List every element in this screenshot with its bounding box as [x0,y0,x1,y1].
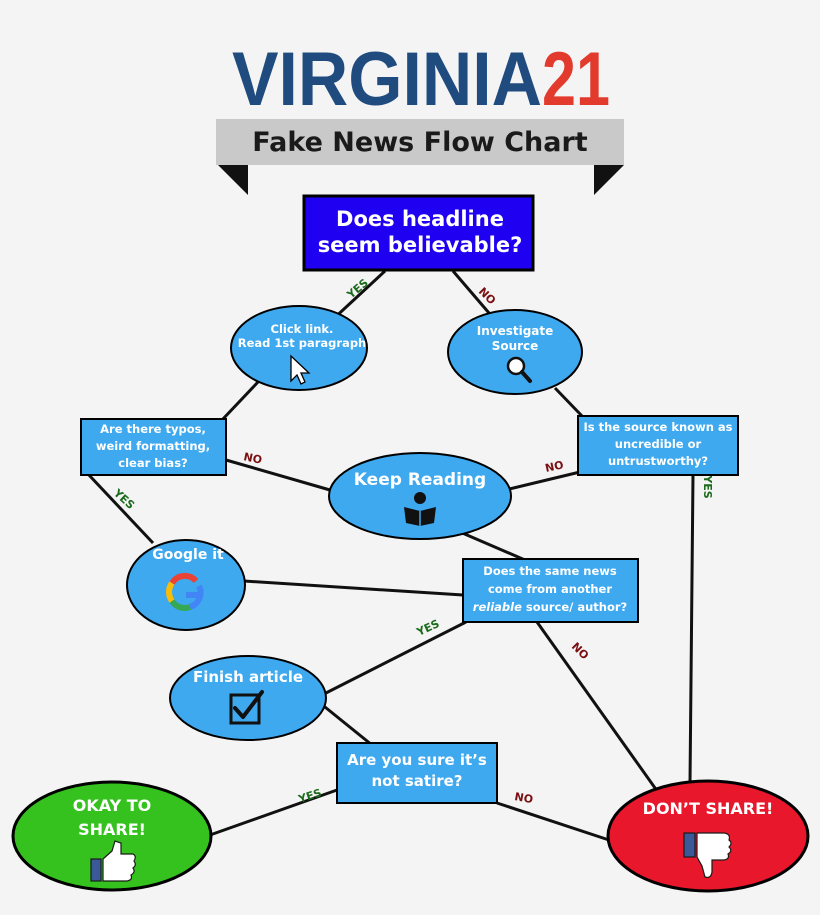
edge-label-no: NO [569,640,591,662]
edge-label-yes: YES [296,786,323,806]
source-author-text: source/ author? [522,600,627,614]
reliable-word: reliable [473,600,522,614]
node-click-link-line-1: Click link. [271,322,334,336]
node-keep-reading-label: Keep Reading [354,470,486,490]
finish-ellipse [169,655,327,741]
node-typos-line-1: Are there typos, [100,422,206,436]
node-google-label: Google it [152,547,224,563]
node-investigate: Investigate Source [447,309,583,395]
edge-satire-okay [209,788,338,837]
same-news-box [462,558,639,623]
node-typos: Are there typos, weird formatting, clear… [80,418,227,476]
node-dont-label: DON’T SHARE! [643,799,774,818]
node-okay-line-1: OKAY TO [73,796,152,815]
edge-start-investigate [451,270,497,321]
edge-same-dont [535,621,662,796]
edge-label-no: NO [242,450,263,467]
edge-typos-keep [225,458,331,492]
edges [86,269,695,842]
node-start-line-2: seem believable? [318,233,523,257]
click-link-ellipse [230,305,368,391]
node-same-news: Does the same news come from another rel… [462,558,639,623]
node-source-known-line-2: uncredible or [615,437,702,451]
node-okay-line-2: SHARE! [78,820,146,839]
title-banner-bg [216,119,624,165]
edge-typos-google [86,472,155,545]
edge-source-keep [504,470,581,492]
node-same-news-line-2: come from another [488,582,612,596]
node-click-link-line-2: Read 1st paragraph [238,336,367,350]
node-click-link: Click link. Read 1st paragraph [230,305,368,391]
source-known-box [577,415,739,476]
edge-source-dont [688,474,695,784]
edge-investigate-source [553,386,584,418]
node-start-line-1: Does headline [336,207,504,231]
checkbox-icon [229,690,264,725]
node-same-news-line-3: reliable source/ author? [473,600,627,614]
node-okay-to-share: OKAY TO SHARE! [11,780,213,892]
node-satire-line-1: Are you sure it’s [347,751,487,769]
typos-box [80,418,227,476]
node-finish-label: Finish article [193,668,303,686]
edge-same-finish [321,620,467,697]
node-keep-reading: Keep Reading [328,452,512,540]
brand-number: 21 [542,37,610,122]
node-investigate-line-2: Source [492,339,539,353]
brand-word: VIRGINIA [232,37,542,122]
edge-click-typos [220,380,260,422]
thumbs-down-icon [683,832,732,879]
node-start: Does headline seem believable? [302,194,535,272]
edge-satire-dont [496,801,610,842]
thumbs-up-icon [90,840,136,882]
node-finish: Finish article [169,655,327,741]
satire-box [336,742,498,804]
google-icon [166,572,204,611]
edge-label-no: NO [544,458,565,475]
edge-label-yes: YES [110,486,137,512]
banner-left-tail [218,165,248,195]
cursor-icon [290,354,311,385]
brand-logo: VIRGINIA 21 [232,37,610,122]
node-source-known-line-1: Is the source known as [584,420,733,434]
edge-google-same [243,579,464,597]
magnifier-icon [506,356,532,383]
node-dont-share: DON’T SHARE! [606,779,810,893]
title-banner: Fake News Flow Chart [216,119,624,195]
node-google: Google it [126,539,246,631]
node-satire-line-2: not satire? [371,772,462,790]
edge-keep-same [459,530,526,562]
page-title: Fake News Flow Chart [252,127,588,158]
node-investigate-line-1: Investigate [477,324,554,338]
edge-label-yes: YES [701,474,714,498]
start-box [302,194,535,272]
google-ellipse [126,539,246,631]
okay-ellipse [11,780,213,892]
reader-icon [404,492,436,526]
edge-finish-satire [319,701,373,747]
investigate-ellipse [447,309,583,395]
edge-label-no: NO [513,790,534,806]
node-satire: Are you sure it’s not satire? [336,742,498,804]
node-typos-line-3: clear bias? [118,456,187,470]
node-typos-line-2: weird formatting, [96,439,210,453]
node-source-known-line-3: untrustworthy? [608,454,708,468]
node-same-news-line-1: Does the same news [483,564,617,578]
banner-right-tail [594,165,624,195]
node-source-known: Is the source known as uncredible or unt… [577,415,739,476]
